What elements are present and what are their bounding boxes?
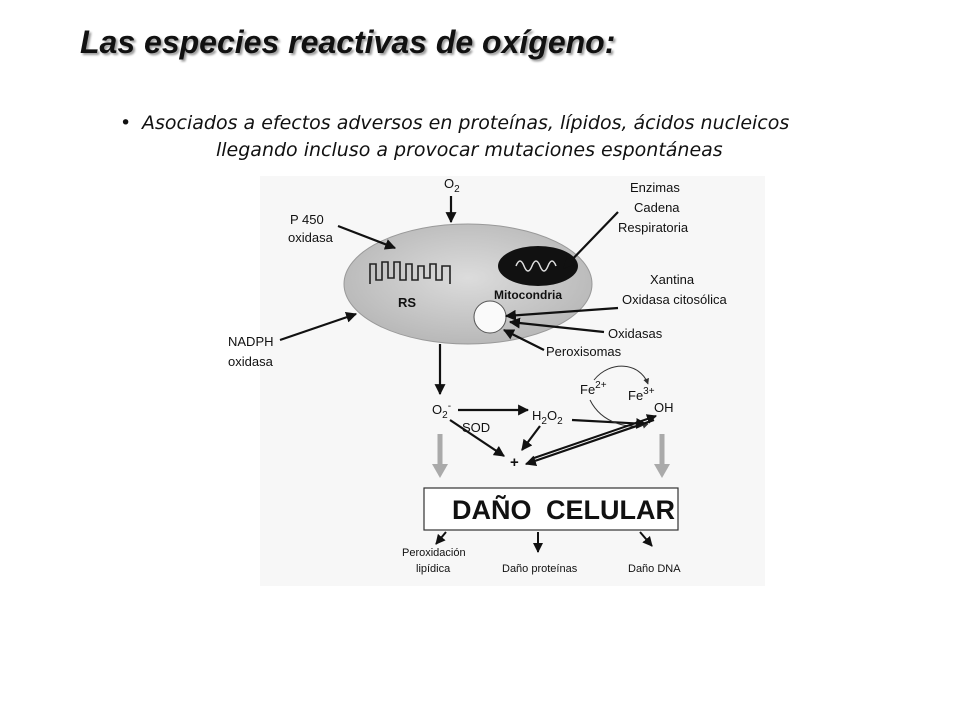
p450-label-line1: P 450 [290, 212, 324, 227]
peroxisomas-label: Peroxisomas [546, 344, 622, 359]
peroxidacion-label-line1: Peroxidación [402, 547, 466, 559]
reticulum-squiggle [369, 261, 451, 284]
xantina-label-line1: Xantina [650, 272, 695, 287]
bullet-text-line-1: Asociados a efectos adversos en proteína… [142, 112, 790, 134]
to-peroxidacion-arrow [435, 531, 447, 545]
mitochondria-cristae [515, 260, 557, 272]
fe3-label: Fe3+ [628, 386, 655, 403]
ros-diagram: RS Mitocondria O2 P 450 oxidasa Enzimas … [228, 176, 765, 586]
h2o2-label: H2O2 [532, 408, 563, 427]
enzimas-label-line2: Cadena [634, 200, 680, 215]
dano-proteinas-label: Daño proteínas [502, 563, 578, 575]
dano-label: DAÑO [452, 494, 532, 525]
mitochondria-shape [498, 246, 578, 286]
nadph-arrow [279, 312, 358, 342]
dano-celular-box [423, 487, 679, 531]
bullet-dot-icon: • [120, 112, 132, 134]
o2-top-label: O2 [444, 176, 460, 195]
enzimas-label-line3: Respiratoria [618, 220, 689, 235]
peroxidacion-label-line2: lipídica [416, 563, 451, 575]
h2o2-to-plus-arrow [521, 425, 541, 451]
to-dano-dna-arrow [639, 531, 653, 547]
fe-cycle-arc-top [593, 365, 649, 385]
enzimas-arrow [563, 211, 619, 269]
superoxide-to-plus-arrow [449, 419, 505, 457]
grey-arrowhead-left [432, 464, 448, 478]
oxidasas-arrow [508, 317, 605, 334]
p450-arrow [337, 224, 397, 250]
sod-label: SOD [462, 420, 490, 435]
celular-label: CELULAR [546, 495, 675, 525]
superoxide-label: O2- [432, 401, 451, 421]
xantina-arrow [504, 306, 619, 321]
p450-label-line2: oxidasa [288, 230, 334, 245]
nadph-label-line2: oxidasa [228, 354, 274, 369]
grey-arrowhead-right [654, 464, 670, 478]
oh-to-plus-arrow [524, 418, 655, 466]
slide-title: Las especies reactivas de oxígeno: [80, 24, 616, 60]
fe2-label: Fe2+ [580, 380, 607, 397]
dano-dna-label: Daño DNA [628, 563, 681, 575]
oxidasas-label: Oxidasas [608, 326, 663, 341]
plus-sign: + [510, 454, 519, 471]
bullet-point: • Asociados a efectos adversos en proteí… [120, 110, 880, 164]
peroxisome-circle [473, 300, 507, 334]
bullet-text-line-2: llegando incluso a provocar mutaciones e… [216, 139, 723, 161]
mitochondria-label: Mitocondria [494, 288, 562, 302]
enzimas-label-line1: Enzimas [630, 180, 680, 195]
plus-to-oh-arrow [533, 414, 657, 459]
nadph-label-line1: NADPH [228, 334, 274, 349]
peroxisomas-arrow [503, 329, 545, 351]
hydroxyl-label: OH [654, 400, 674, 415]
xantina-label-line2: Oxidasa citosólica [622, 292, 728, 307]
fe-cycle-arc-bottom [589, 399, 649, 429]
rs-label: RS [398, 295, 416, 310]
